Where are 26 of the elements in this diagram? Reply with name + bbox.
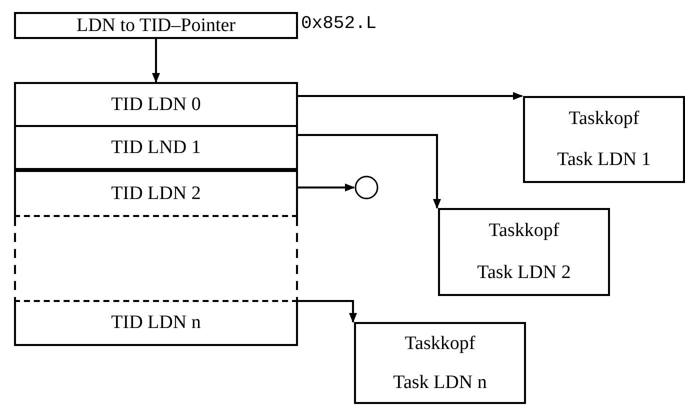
table-row — [14, 170, 298, 217]
pointer-box — [14, 12, 298, 39]
table-row — [14, 300, 298, 346]
box-text: TID LND 1 — [111, 136, 201, 158]
box-text: Task LDN n — [393, 372, 487, 394]
table-row — [14, 125, 298, 170]
circle-symbol — [354, 175, 379, 200]
arrow — [298, 300, 357, 323]
task-box — [523, 96, 685, 183]
box-text: Taskkopf — [404, 332, 476, 354]
arrow — [298, 184, 355, 192]
table-row — [14, 82, 298, 127]
box-text: TID LDN 0 — [111, 94, 201, 116]
arrow — [298, 92, 523, 100]
box-text: TID LDN n — [111, 312, 201, 334]
box-text: TID LDN 2 — [111, 182, 201, 204]
box-text: Task LDN 2 — [477, 262, 571, 284]
box-text: Task LDN 1 — [557, 149, 651, 172]
task-box — [438, 208, 610, 296]
arrow — [152, 39, 160, 83]
box-text: Taskkopf — [568, 108, 640, 130]
box-text: Taskkopf — [488, 220, 560, 242]
arrow — [298, 134, 441, 209]
box-text: LDN to TID–Pointer — [76, 14, 236, 36]
address-label: 0x852.L — [301, 14, 377, 34]
task-box — [354, 322, 526, 404]
